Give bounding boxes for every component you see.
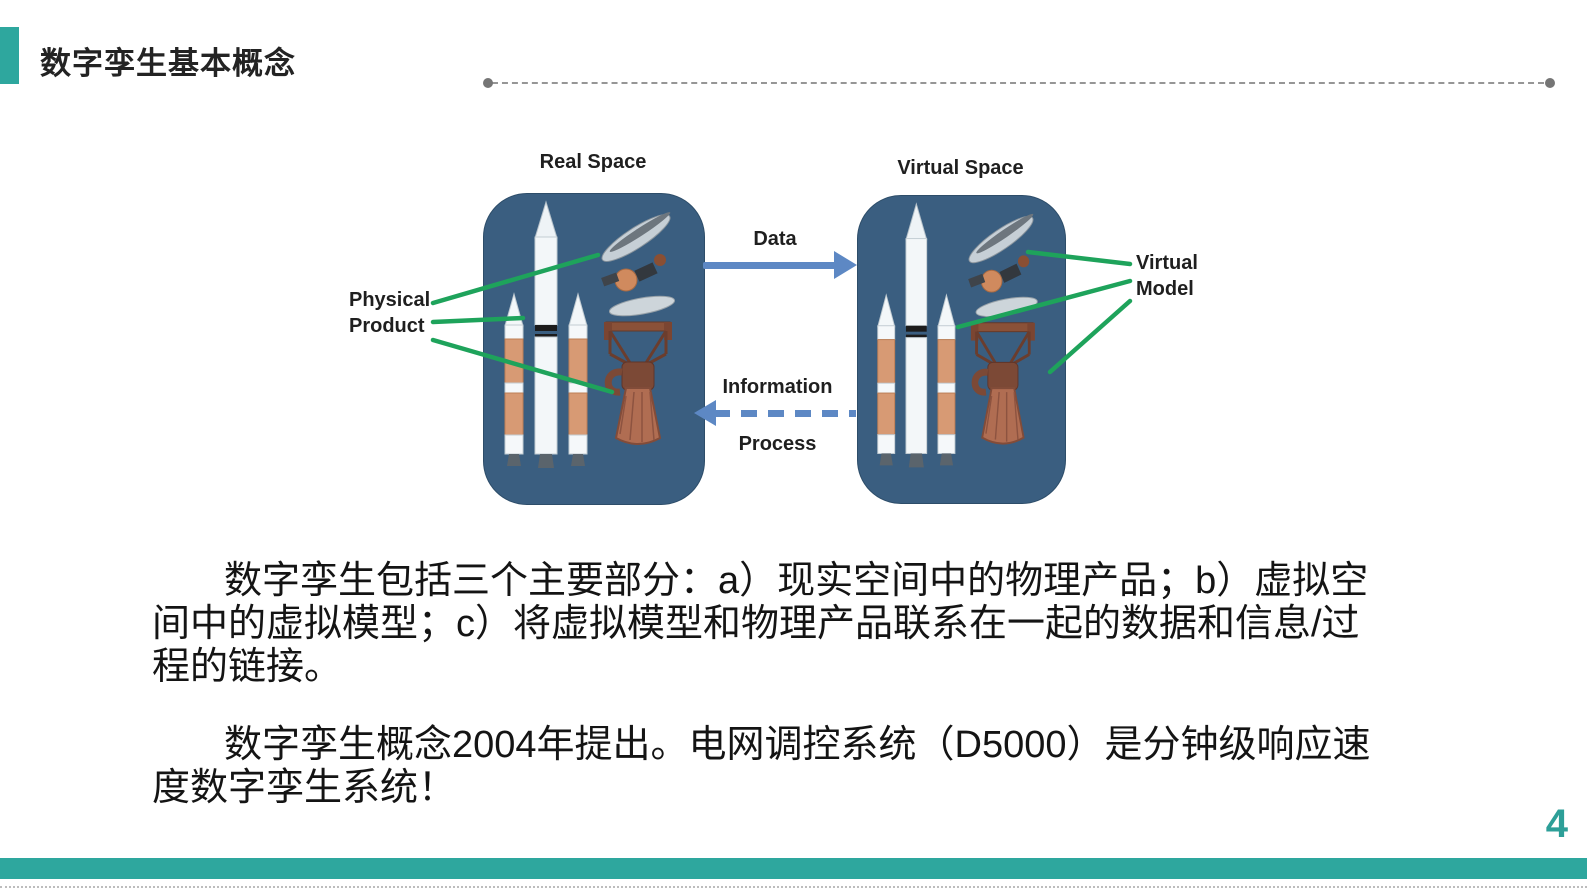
divider-dot-right [1545, 78, 1555, 88]
real-space-box [483, 193, 705, 505]
real-space-label: Real Space [539, 151, 647, 173]
body-text: 数字孪生包括三个主要部分：a）现实空间中的物理产品；b）虚拟空 间中的虚拟模型；… [152, 560, 1442, 810]
satellite-image [601, 212, 676, 317]
virtual-space-box [857, 195, 1066, 504]
information-arrow-head-icon [694, 400, 716, 426]
footer-dotted-line [0, 886, 1587, 888]
rocket-image [504, 200, 588, 468]
title-accent-bar [0, 27, 19, 84]
engine-image [604, 321, 672, 445]
virtual-model-label-line2: Model [1136, 278, 1194, 300]
page-number: 4 [1545, 802, 1568, 846]
footer-accent-bar [0, 858, 1587, 879]
physical-product-label-line1: Physical [349, 289, 431, 311]
data-arrow-line [703, 262, 837, 269]
satellite-image [968, 213, 1038, 318]
physical-product-image [504, 200, 676, 468]
divider-dot-left [483, 78, 493, 88]
body-text-line: 间中的虚拟模型；c）将虚拟模型和物理产品联系在一起的数据和信息/过 [152, 603, 1360, 645]
engine-image [970, 322, 1035, 445]
physical-product-label: Physical Product [349, 287, 430, 339]
virtual-model-image [877, 202, 1038, 468]
data-arrow-label: Data [753, 228, 797, 250]
paragraph-2: 数字孪生概念2004年提出。电网调控系统（D5000）是分钟级响应速 度数字孪生… [152, 724, 1442, 810]
process-arrow-label: Process [738, 433, 817, 455]
header-dotted-divider [492, 82, 1544, 84]
physical-product-label-line2: Product [349, 315, 425, 337]
information-arrow-line [714, 410, 856, 417]
page-title: 数字孪生基本概念 [40, 46, 296, 81]
body-text-line: 度数字孪生系统！ [152, 767, 457, 809]
body-text-line: 数字孪生概念2004年提出。电网调控系统（D5000）是分钟级响应速 [224, 724, 1371, 766]
paragraph-1: 数字孪生包括三个主要部分：a）现实空间中的物理产品；b）虚拟空 间中的虚拟模型；… [152, 560, 1442, 689]
information-arrow-label: Information [722, 376, 833, 398]
data-arrow-head-icon [834, 251, 857, 279]
body-text-line: 程的链接。 [152, 646, 343, 688]
virtual-model-label: Virtual Model [1136, 250, 1198, 302]
virtual-model-label-line1: Virtual [1136, 252, 1198, 274]
body-text-line: 数字孪生包括三个主要部分：a）现实空间中的物理产品；b）虚拟空 [224, 560, 1369, 602]
virtual-space-label: Virtual Space [897, 157, 1024, 179]
rocket-image [877, 202, 956, 468]
